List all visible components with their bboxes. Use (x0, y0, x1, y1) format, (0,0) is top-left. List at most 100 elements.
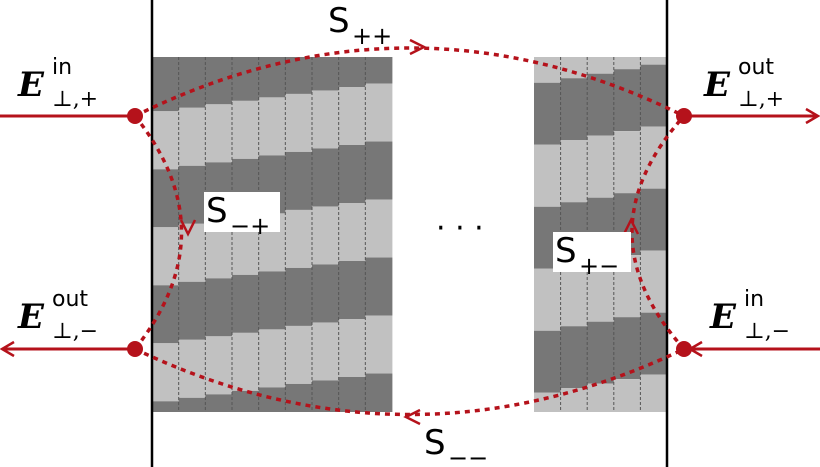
arrow-out-plus (684, 107, 820, 125)
s-sub-text: −− (448, 444, 488, 467)
stripe-cell (232, 100, 260, 159)
stripe-cell (152, 111, 180, 170)
e-sup: out (52, 287, 88, 312)
stripe-cell (365, 315, 393, 374)
e-sub: ⊥,+ (52, 87, 98, 112)
stripe-cell (587, 135, 615, 198)
stripe-cell (232, 332, 260, 391)
path-s-plus-plus (134, 46, 685, 118)
stripe-cell (613, 131, 641, 194)
stripe-cell (258, 271, 286, 330)
stripe-cell (285, 383, 313, 412)
e-sub: ⊥,+ (738, 87, 784, 112)
stripe-cell (258, 97, 286, 156)
stripe-cell (640, 188, 668, 251)
stripe-cell (205, 394, 233, 412)
stripe-cell (534, 57, 561, 83)
stripe-cell (258, 57, 286, 98)
stripe-cell (232, 274, 260, 333)
stripe-cell (152, 169, 180, 228)
left-grating-block (152, 57, 393, 412)
path-s-plus-minus (630, 114, 686, 351)
arrowhead-s-plus-plus (409, 38, 427, 56)
stripe-cell (587, 57, 615, 74)
stripe-cell (534, 82, 561, 145)
stripe-cell (312, 148, 340, 207)
stripe-cell (285, 93, 313, 152)
stripe-cell (560, 326, 588, 389)
port-dot-out-minus (127, 341, 143, 357)
e-symbol: E (17, 65, 45, 105)
stripe-cell (285, 325, 313, 384)
stripe-cell (152, 401, 180, 412)
label-s-plus-minus: S +− (553, 231, 631, 280)
stripe-cell (178, 107, 206, 166)
e-symbol: E (703, 65, 731, 105)
e-sub: ⊥,− (744, 319, 790, 344)
stripe-cell (205, 278, 233, 337)
stripe-cell (152, 343, 180, 402)
e-sup: out (738, 55, 774, 80)
stripe-cell (178, 281, 206, 340)
stripe-cell (587, 73, 615, 136)
stripe-cell (312, 57, 340, 91)
stripe-cell (232, 390, 260, 412)
stripe-cell (365, 141, 393, 200)
stripe-cell (258, 387, 286, 412)
arrowhead-s-minus-minus (403, 408, 421, 426)
e-symbol: E (709, 297, 737, 337)
stripe-cell (587, 383, 615, 412)
arrow-out-minus (0, 340, 135, 358)
stripe-cell (312, 264, 340, 323)
stripe-cell (338, 203, 366, 261)
label-s-minus-minus: S −− (424, 423, 488, 467)
s-sub-text: −+ (230, 212, 270, 240)
arrow-in-minus (684, 340, 820, 358)
stripe-cell (152, 285, 180, 344)
stripe-cell (534, 144, 561, 207)
stripe-cell (285, 57, 313, 94)
arrowhead-s-minus-plus (179, 219, 197, 237)
stripe-cell (365, 257, 393, 316)
stripe-cell (365, 83, 393, 142)
stripe-cell (205, 104, 233, 163)
stripe-cell (178, 57, 206, 108)
stripe-cell (560, 57, 588, 79)
stripe-cell (560, 78, 588, 141)
stripe-cell (178, 223, 206, 282)
stripe-cell (640, 57, 668, 65)
e-symbol: E (17, 297, 45, 337)
stripe-cell (560, 140, 588, 203)
stripe-cell (365, 373, 393, 412)
arrowhead-s-plus-minus (622, 217, 640, 235)
stripe-cell (312, 322, 340, 381)
stripe-cell (613, 317, 641, 380)
stripe-cell (312, 90, 340, 149)
stripe-cell (338, 87, 366, 145)
label-e-out-plus: E out ⊥,+ (703, 55, 784, 112)
stripe-cell (285, 151, 313, 210)
label-e-out-minus: E out ⊥,− (17, 287, 98, 344)
label-s-minus-plus: S −+ (204, 191, 280, 240)
stripe-cell (534, 268, 561, 331)
stripe-cell (312, 206, 340, 265)
stripe-cell (365, 57, 393, 84)
ellipsis-text: · · · (436, 211, 484, 246)
stripe-cell (613, 69, 641, 132)
stripe-cell (560, 264, 588, 327)
label-e-in-minus: E in ⊥,− (709, 287, 790, 344)
stripe-cell (640, 64, 668, 127)
stripe-cell (587, 321, 615, 384)
s-sub-text: +− (579, 252, 619, 280)
port-dot-in-plus (127, 108, 143, 124)
stripe-cell (640, 126, 668, 189)
stripe-cell (338, 377, 366, 412)
stripe-cell (338, 57, 366, 87)
label-e-in-plus: E in ⊥,+ (17, 55, 98, 112)
stripe-cell (285, 209, 313, 268)
stripe-cell (232, 57, 260, 101)
stripe-cell (258, 329, 286, 388)
stripe-cell (613, 379, 641, 412)
stripe-cell (534, 330, 561, 393)
stripe-cell (338, 145, 366, 203)
